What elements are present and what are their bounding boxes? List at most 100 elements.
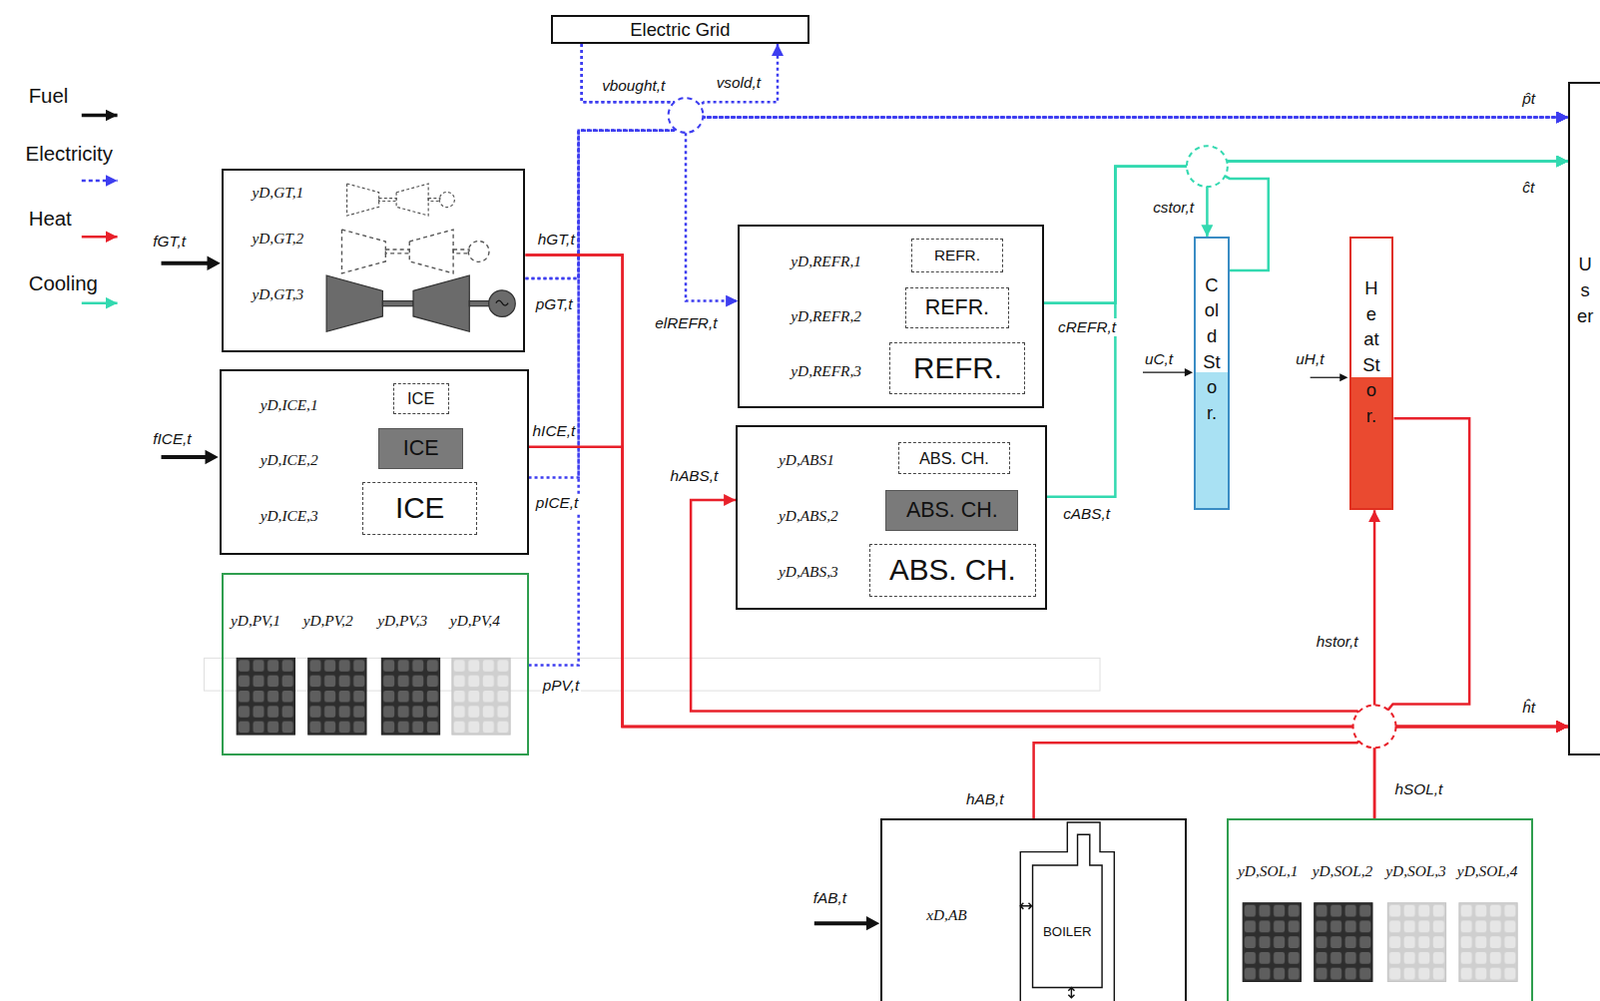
grid-box: Electric Grid xyxy=(550,14,810,44)
pv-panel-cells xyxy=(236,657,295,735)
heat-junction xyxy=(1353,704,1397,748)
boiler-wall-arrow xyxy=(1067,988,1074,999)
flow-variable: hICE,t xyxy=(531,422,578,441)
vertical-label: Cold Stor. xyxy=(1202,272,1221,426)
flow-variable: fAB,t xyxy=(811,889,849,908)
legend-text: Fuel xyxy=(28,83,69,108)
size-variable: yD,SOL,3 xyxy=(1385,862,1446,881)
size-variable: yD,GT,1 xyxy=(252,183,305,202)
box-label: Electric Grid xyxy=(629,18,730,40)
flow-variable: uC,t xyxy=(1142,350,1175,369)
box-label: ABS. CH. xyxy=(919,449,990,469)
solar-panel-unused xyxy=(1387,903,1446,983)
arrow-head xyxy=(866,916,880,931)
component-box: yD,ABS1yD,ABS,2yD,ABS,3ABS. CH.ABS. CH.A… xyxy=(735,425,1048,610)
size-option-box: REFR. xyxy=(911,238,1004,273)
legend-text: Heat xyxy=(28,206,72,231)
illustration xyxy=(161,183,1519,1001)
component-box: yD,ICE,1yD,ICE,2yD,ICE,3ICEICEICE xyxy=(219,369,530,555)
legend-sample xyxy=(81,301,118,305)
heat-flow xyxy=(525,255,1569,727)
gas-turbine-small xyxy=(347,183,456,216)
fuel-arrow xyxy=(814,921,869,926)
flow-variable: fGT,t xyxy=(150,232,188,251)
box-label: REFR. xyxy=(925,295,990,321)
size-variable: yD,ICE,3 xyxy=(260,507,319,526)
boiler-wall-arrow xyxy=(1020,903,1032,910)
solar-panel-cells xyxy=(1459,903,1518,983)
arrow-head xyxy=(1184,368,1193,377)
vertical-label: Heat Stor. xyxy=(1362,275,1381,429)
flow-variable: hstor,t xyxy=(1314,632,1361,651)
flow-variable: cstor,t xyxy=(1150,198,1196,217)
size-variable: yD,SOL,1 xyxy=(1237,862,1298,881)
solar-panels xyxy=(1242,903,1518,983)
solar-panel xyxy=(1242,903,1301,983)
arrow-head xyxy=(207,256,221,271)
size-variable: yD,PV,1 xyxy=(230,611,281,630)
cooling-flow xyxy=(1047,161,1569,498)
heat-flow xyxy=(529,447,1570,727)
arrow-head xyxy=(1339,373,1348,382)
control-arrow xyxy=(1142,372,1186,374)
renewable-box: yD,PV,1yD,PV,2yD,PV,3yD,PV,4 xyxy=(221,572,530,756)
size-variable: yD,GT,3 xyxy=(252,285,305,304)
boiler-symbol xyxy=(1020,822,1114,1001)
size-variable: yD,PV,2 xyxy=(303,611,354,630)
vertical-label: User xyxy=(1576,251,1595,329)
box-label: ICE xyxy=(395,491,445,526)
pv-panel xyxy=(381,657,440,735)
fuel-arrow xyxy=(161,261,210,266)
flow-variable: vbought,t xyxy=(599,76,667,95)
box-label: REFR. xyxy=(934,246,981,265)
solar-panel-cells xyxy=(1242,903,1301,983)
pv-panel-cells xyxy=(452,657,511,735)
heat-flow xyxy=(1373,510,1377,819)
electricity-flow xyxy=(525,117,1569,280)
size-option-box: REFR. xyxy=(889,342,1026,394)
selected-size-box: ICE xyxy=(378,428,464,470)
electricity-flow xyxy=(581,43,1570,118)
component-box: yD,GT,1yD,GT,2yD,GT,3 xyxy=(221,168,527,353)
box-label: ICE xyxy=(407,389,435,409)
size-option-box: ABS. CH. xyxy=(898,442,1011,476)
flow-variable: uH,t xyxy=(1293,350,1326,369)
box-label: REFR. xyxy=(913,351,1003,386)
box-label: ABS. CH. xyxy=(889,552,1017,587)
boiler-outer xyxy=(1020,822,1114,1001)
flow-variable: ĥt xyxy=(1520,698,1538,717)
component-box: xD,AB BOILER xyxy=(880,818,1187,1001)
cooling-flow xyxy=(1044,161,1569,304)
solar-panel xyxy=(1314,903,1373,983)
cooling-flow xyxy=(1044,166,1208,304)
legend-text: Cooling xyxy=(28,271,98,296)
generator-mark xyxy=(496,300,509,306)
heat-flow xyxy=(1374,726,1569,819)
box-label: ABS. CH. xyxy=(906,498,999,524)
flow-variable: hAB,t xyxy=(964,790,1007,809)
pv-panel xyxy=(308,657,367,735)
electric-junction xyxy=(668,97,704,133)
legend-text: Electricity xyxy=(25,141,113,166)
size-variable: xD,AB xyxy=(926,906,967,925)
size-option-box: ICE xyxy=(362,482,479,535)
box-label: BOILER xyxy=(1043,924,1092,940)
arrow-head xyxy=(204,450,218,465)
boiler-inner xyxy=(1033,834,1103,988)
flow-variable: pICE,t xyxy=(533,494,581,513)
legend-sample xyxy=(81,235,118,239)
control-arrow xyxy=(1310,377,1342,379)
heat-flow xyxy=(1374,418,1569,727)
selected-size-box: ABS. CH. xyxy=(885,490,1019,532)
flow-variable: cABS,t xyxy=(1061,505,1112,524)
fuel-arrow xyxy=(161,455,208,460)
size-variable: yD,REFR,3 xyxy=(790,362,862,381)
size-option-box: ABS. CH. xyxy=(869,543,1037,597)
solar-panel-cells xyxy=(1387,903,1446,983)
size-variable: yD,PV,4 xyxy=(450,611,501,630)
flow-variable: hABS,t xyxy=(668,467,721,486)
size-variable: yD,SOL,4 xyxy=(1457,862,1518,881)
size-variable: yD,REFR,1 xyxy=(790,252,862,271)
size-option-box: ICE xyxy=(393,383,450,415)
pv-panel-cells xyxy=(308,657,367,735)
